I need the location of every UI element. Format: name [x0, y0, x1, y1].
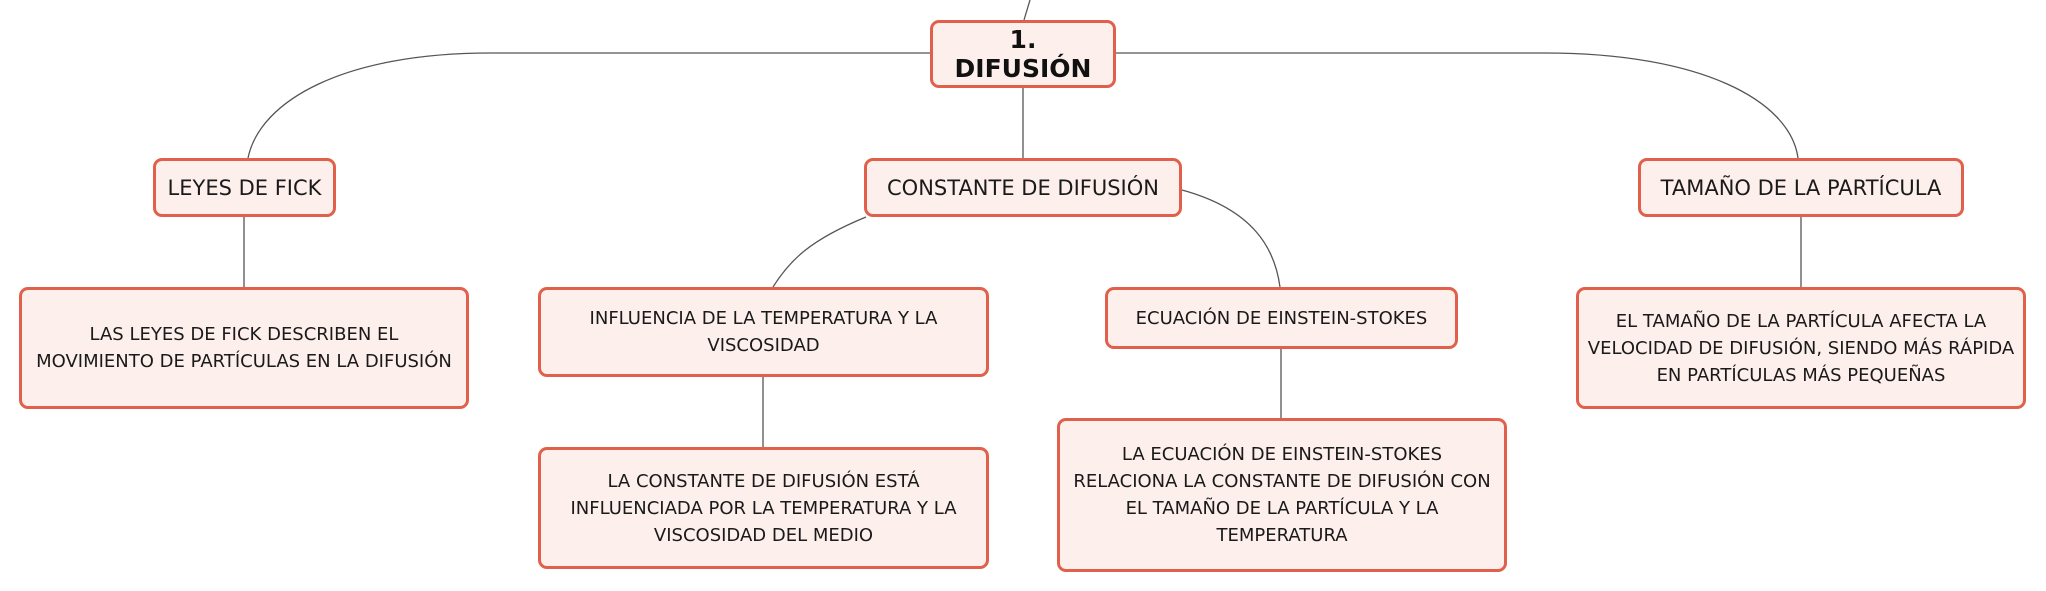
- branch-node-tamano-de-la-particula[interactable]: TAMAÑO DE LA PARTÍCULA: [1638, 158, 1964, 217]
- leaf-node-label: LA ECUACIÓN DE EINSTEIN-STOKES RELACIONA…: [1073, 444, 1491, 546]
- connector-root-to-tamano-de-la-particula: [1116, 52, 1799, 159]
- leaf-node-label: LA CONSTANTE DE DIFUSIÓN ESTÁ INFLUENCIA…: [570, 470, 957, 546]
- connector-constante-to-einstein-stokes: [1181, 189, 1281, 288]
- root-node[interactable]: 1. DIFUSIÓN: [930, 20, 1116, 88]
- subbranch-node-influencia-temperatura-viscosidad[interactable]: INFLUENCIA DE LA TEMPERATURA Y LA VISCOS…: [538, 287, 989, 377]
- branch-node-label: LEYES DE FICK: [167, 175, 322, 200]
- branch-node-constante-de-difusion[interactable]: CONSTANTE DE DIFUSIÓN: [864, 158, 1182, 217]
- leaf-node-leyes-de-fick-description[interactable]: LAS LEYES DE FICK DESCRIBEN EL MOVIMIENT…: [19, 287, 469, 409]
- leaf-node-tamano-de-la-particula-description[interactable]: EL TAMAÑO DE LA PARTÍCULA AFECTA LA VELO…: [1576, 287, 2026, 409]
- leaf-node-label: LAS LEYES DE FICK DESCRIBEN EL MOVIMIENT…: [36, 324, 452, 372]
- subbranch-node-label: ECUACIÓN DE EINSTEIN-STOKES: [1135, 307, 1428, 329]
- connector-root-to-leyes-de-fick: [247, 52, 930, 159]
- subbranch-node-label: INFLUENCIA DE LA TEMPERATURA Y LA VISCOS…: [589, 308, 938, 356]
- root-node-label: 1. DIFUSIÓN: [954, 25, 1092, 83]
- branch-node-label: CONSTANTE DE DIFUSIÓN: [887, 175, 1159, 200]
- branch-node-label: TAMAÑO DE LA PARTÍCULA: [1660, 175, 1942, 200]
- leaf-node-einstein-stokes-description[interactable]: LA ECUACIÓN DE EINSTEIN-STOKES RELACIONA…: [1057, 418, 1507, 572]
- subbranch-node-ecuacion-einstein-stokes[interactable]: ECUACIÓN DE EINSTEIN-STOKES: [1105, 287, 1458, 349]
- leaf-node-label: EL TAMAÑO DE LA PARTÍCULA AFECTA LA VELO…: [1587, 310, 2015, 386]
- connector-root-incoming: [1023, 0, 1031, 21]
- connector-constante-to-influencia: [772, 216, 867, 288]
- branch-node-leyes-de-fick[interactable]: LEYES DE FICK: [153, 158, 336, 217]
- leaf-node-influencia-description[interactable]: LA CONSTANTE DE DIFUSIÓN ESTÁ INFLUENCIA…: [538, 447, 989, 569]
